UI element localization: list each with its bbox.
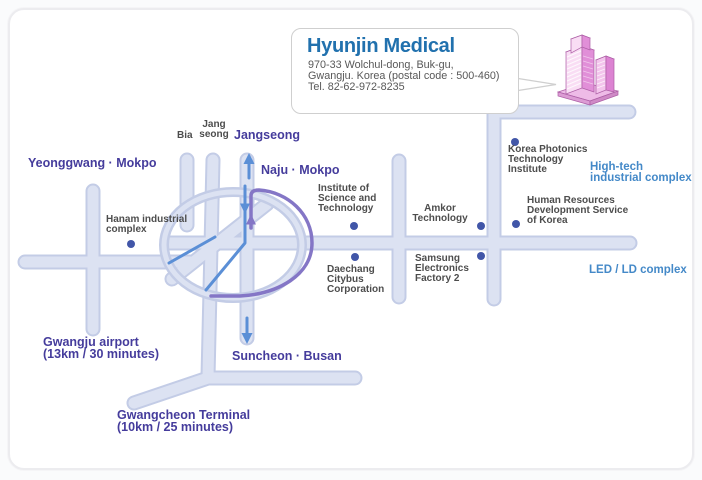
label-amkor-technology: Amkor Technology xyxy=(412,203,468,224)
roundabout-ring xyxy=(159,187,307,303)
label-gwangcheon-terminal: Gwangcheon Terminal (10km / 25 minutes) xyxy=(117,408,251,434)
label-jangseong: Jangseong xyxy=(234,128,300,142)
label-yeonggwang-mokpo: Yeonggwang · Mokpo xyxy=(28,156,157,170)
route-purple-line xyxy=(209,188,314,298)
label-gwangju-airport: Gwangju airport (13km / 30 minutes) xyxy=(43,335,160,361)
label-hanam-industrial-complex: Hanam industrial complex xyxy=(106,214,188,235)
poi-dot xyxy=(511,138,519,146)
label-bia: Bia xyxy=(177,130,193,141)
route-arrow-up-icon xyxy=(246,214,256,225)
label-naju-mokpo: Naju · Mokpo xyxy=(261,163,340,177)
route-arrow-down-icon xyxy=(240,203,250,214)
route-blue-spoke xyxy=(167,235,217,265)
poi-dot xyxy=(512,220,520,228)
poi-dot xyxy=(350,222,358,230)
label-jang-seong: Jang seong xyxy=(199,119,229,140)
label-korea-photonics: Korea Photonics Technology Institute xyxy=(508,144,588,175)
label-hrd-korea: Human Resources Development Service of K… xyxy=(527,195,629,226)
arrow-down-icon xyxy=(241,316,253,344)
poi-dot xyxy=(477,252,485,260)
label-led-ld-complex: LED / LD complex xyxy=(589,264,687,276)
label-daechang-citybus: Daechang Citybus Corporation xyxy=(327,264,385,295)
poi-dots xyxy=(127,138,520,261)
road-network xyxy=(17,101,638,411)
poi-dot xyxy=(477,222,485,230)
callout-address: 970-33 Wolchul-dong, Buk-gu, Gwangju. Ko… xyxy=(308,59,500,93)
label-hightech-complex: High-tech industrial complex xyxy=(590,161,692,184)
arrow-up-icon xyxy=(243,153,255,180)
callout-title: Hyunjin Medical xyxy=(307,35,455,57)
label-samsung-electronics: Samsung Electronics Factory 2 xyxy=(415,253,469,284)
callout-tail xyxy=(514,77,557,92)
building-icon xyxy=(556,34,620,106)
poi-dot xyxy=(127,240,135,248)
label-suncheon-busan: Suncheon · Busan xyxy=(232,349,342,363)
label-institute-science-technology: Institute of Science and Technology xyxy=(318,183,377,214)
callout-box: Hyunjin Medical 970-33 Wolchul-dong, Buk… xyxy=(291,28,519,114)
poi-dot xyxy=(351,253,359,261)
